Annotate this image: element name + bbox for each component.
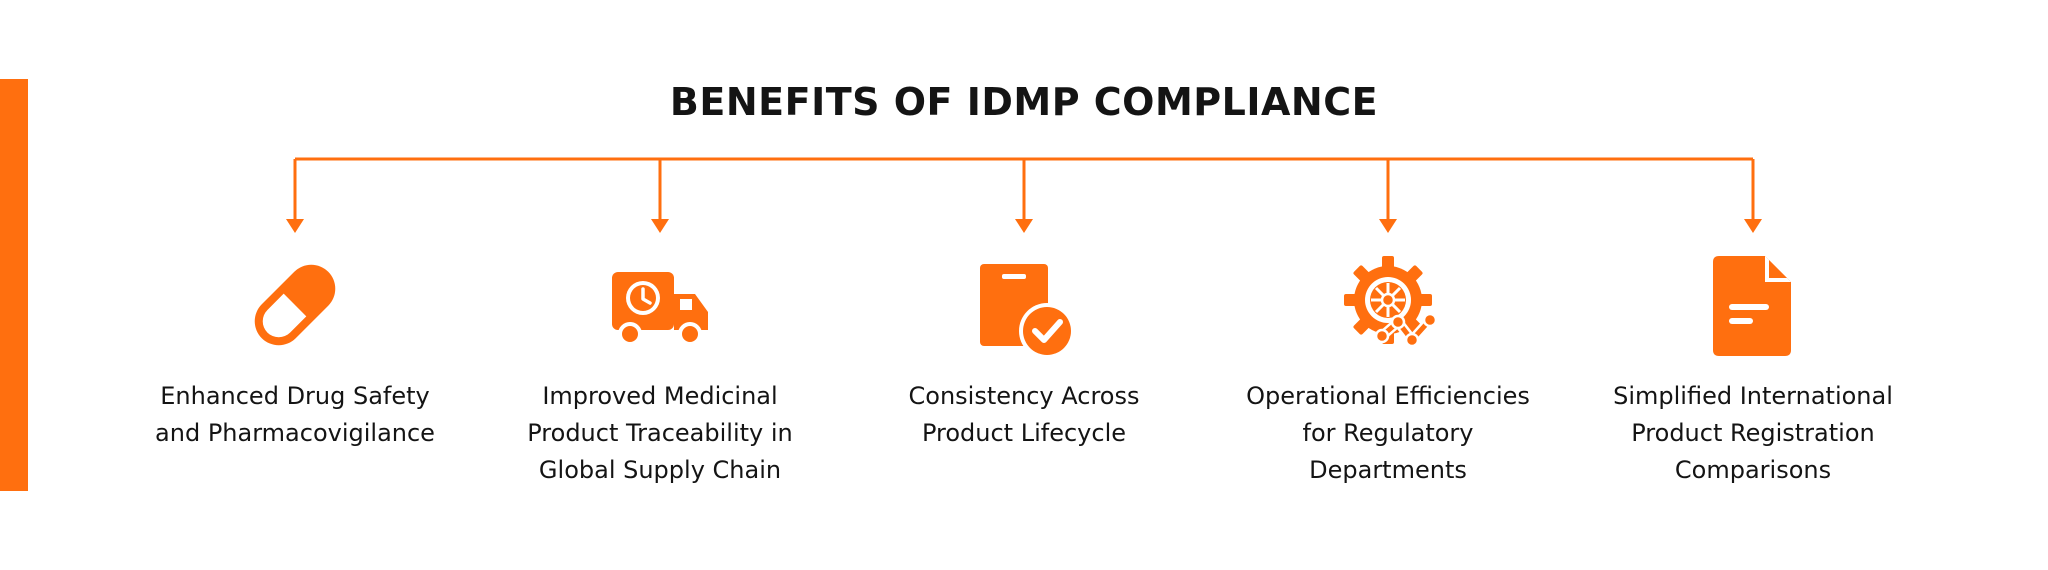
- benefit-label: Consistency Across Product Lifecycle: [908, 382, 1140, 447]
- gear-trend-icon: [1344, 256, 1438, 348]
- benefit-item-drug-safety: Enhanced Drug Safety and Pharmacovigilan…: [135, 250, 455, 490]
- arrowhead-5: [1744, 219, 1762, 233]
- benefit-label: Simplified International Product Registr…: [1613, 382, 1893, 484]
- benefit-item-registration: Simplified International Product Registr…: [1593, 250, 1913, 490]
- arrowhead-3: [1015, 219, 1033, 233]
- delivery-truck-clock-icon: [612, 272, 708, 346]
- box-checkmark-icon: [980, 264, 1074, 359]
- benefit-label: Improved Medicinal Product Traceability …: [527, 382, 793, 484]
- benefit-label: Operational Efficiencies for Regulatory …: [1246, 382, 1530, 484]
- arrowhead-2: [651, 219, 669, 233]
- benefit-item-efficiencies: Operational Efficiencies for Regulatory …: [1228, 250, 1548, 490]
- benefit-item-traceability: Improved Medicinal Product Traceability …: [500, 250, 820, 490]
- document-icon: [1713, 256, 1791, 356]
- arrowhead-4: [1379, 219, 1397, 233]
- capsule-icon: [254, 264, 336, 346]
- arrowhead-1: [286, 219, 304, 233]
- benefit-label: Enhanced Drug Safety and Pharmacovigilan…: [155, 382, 435, 447]
- diagram-title: BENEFITS OF IDMP COMPLIANCE: [669, 80, 1379, 124]
- accent-bar: [0, 79, 28, 491]
- benefit-item-consistency: Consistency Across Product Lifecycle: [864, 250, 1184, 490]
